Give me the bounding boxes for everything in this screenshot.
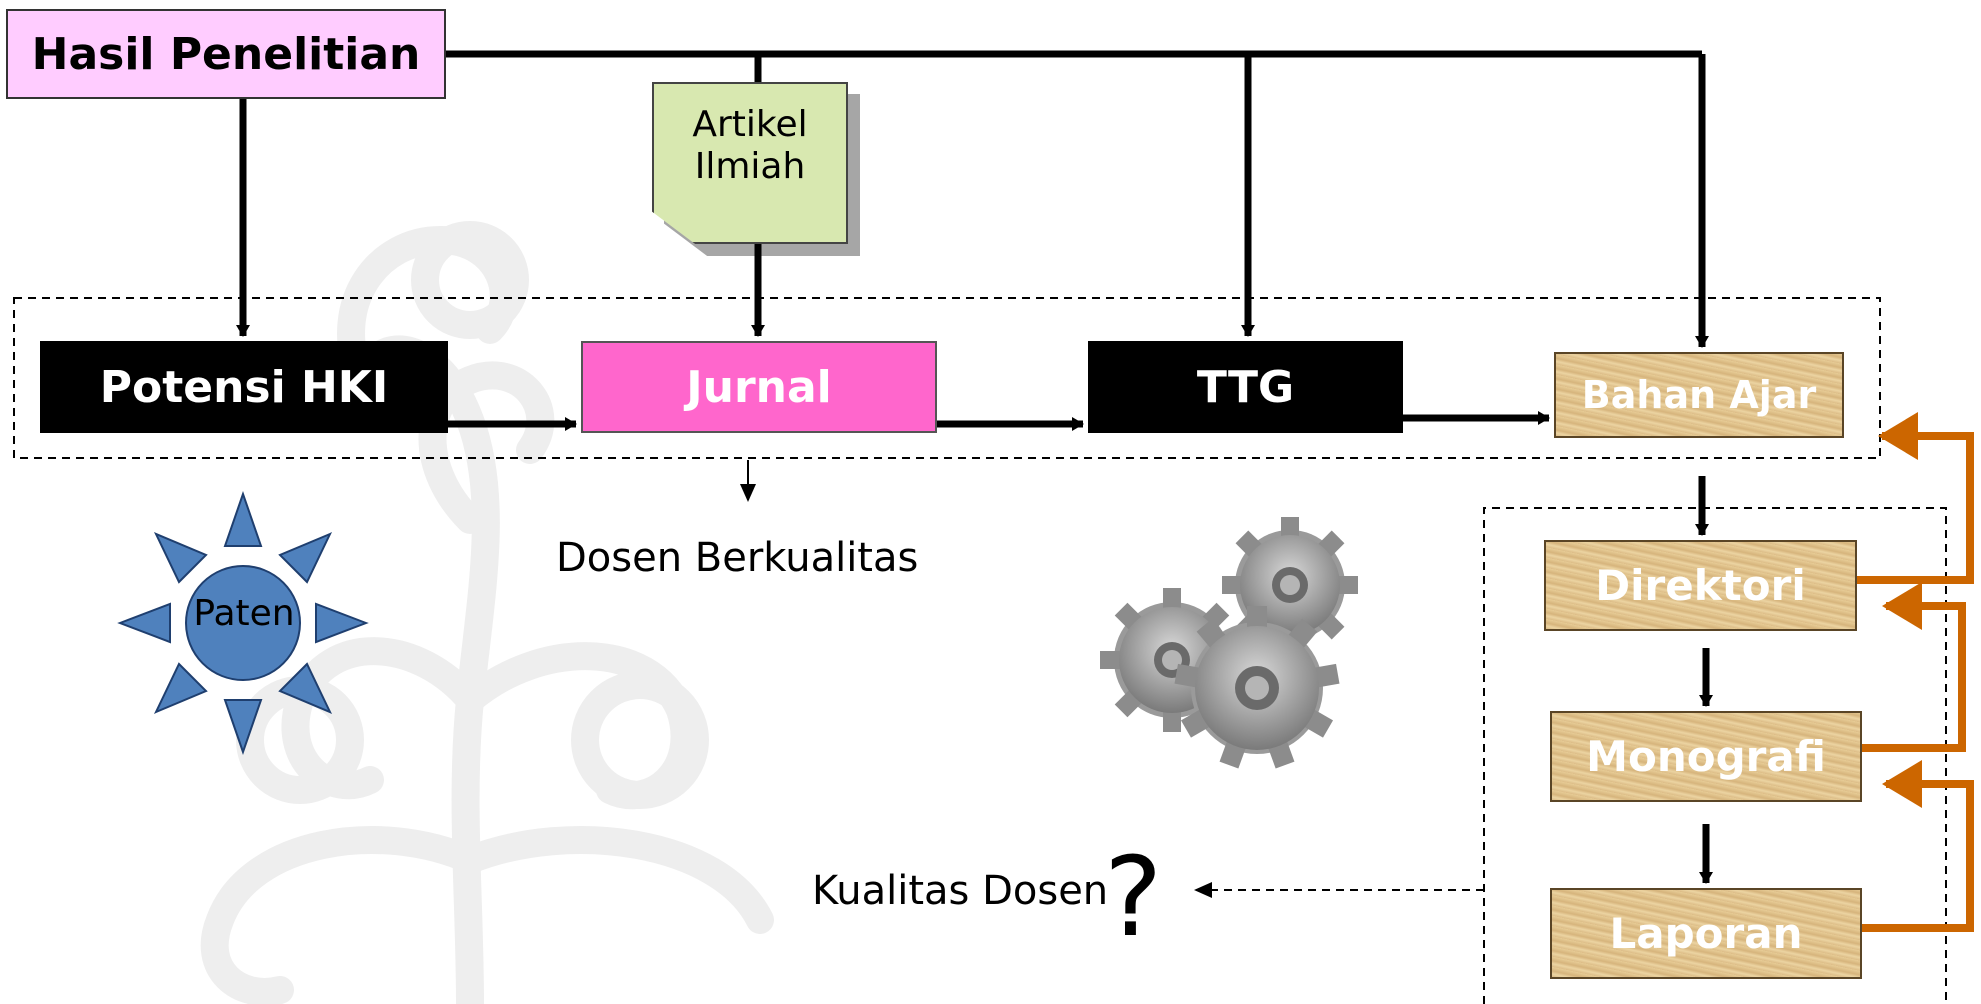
sun-ray-left [117,602,171,644]
publication-group-frame [1483,507,1947,1004]
sun-ray-top-right [278,532,333,584]
potensi-hki-label: Potensi HKI [99,361,389,413]
sun-ray-bottom-right [278,662,333,714]
hasil-penelitian-box: Hasil Penelitian [6,9,446,99]
question-mark: ? [1104,833,1163,961]
laporan-label: Laporan [1609,909,1803,958]
jurnal-label: Jurnal [686,361,832,413]
ttg-label: TTG [1196,361,1295,413]
feedback-direktori-to-bahan [1857,412,1974,584]
feedback-arrows [1857,412,1974,932]
sun-ray-bottom [223,699,263,756]
jurnal-box: Jurnal [581,341,937,433]
sun-ray-right [315,602,369,644]
hasil-penelitian-label: Hasil Penelitian [31,28,421,80]
gears-icon [1100,517,1358,769]
artikel-ilmiah-note: Artikel Ilmiah [652,82,848,244]
paten-label: Paten [193,593,295,634]
direktori-label: Direktori [1595,561,1806,610]
artikel-label-line1: Artikel [692,104,808,145]
sun-ray-top-left [153,532,208,584]
sun-ray-bottom-left [153,662,208,714]
potensi-hki-box: Potensi HKI [40,341,448,433]
sun-shape [117,490,369,756]
feedback-laporan-to-monografi [1862,760,1974,932]
monografi-box: Monografi [1550,711,1862,802]
bahan-ajar-label: Bahan Ajar [1581,373,1817,417]
bahan-ajar-box: Bahan Ajar [1554,352,1844,438]
artikel-label-line2: Ilmiah [694,146,806,187]
sun-center [185,565,301,681]
laporan-box: Laporan [1550,888,1862,979]
ttg-box: TTG [1088,341,1403,433]
kualitas-dosen-label: Kualitas Dosen [812,868,1109,914]
direktori-box: Direktori [1544,540,1857,631]
feedback-monografi-to-direktori [1862,582,1966,752]
sun-ray-top [223,490,263,547]
dosen-berkualitas-label: Dosen Berkualitas [556,535,919,581]
top-row-group-frame [13,297,1881,459]
monografi-label: Monografi [1586,732,1826,781]
